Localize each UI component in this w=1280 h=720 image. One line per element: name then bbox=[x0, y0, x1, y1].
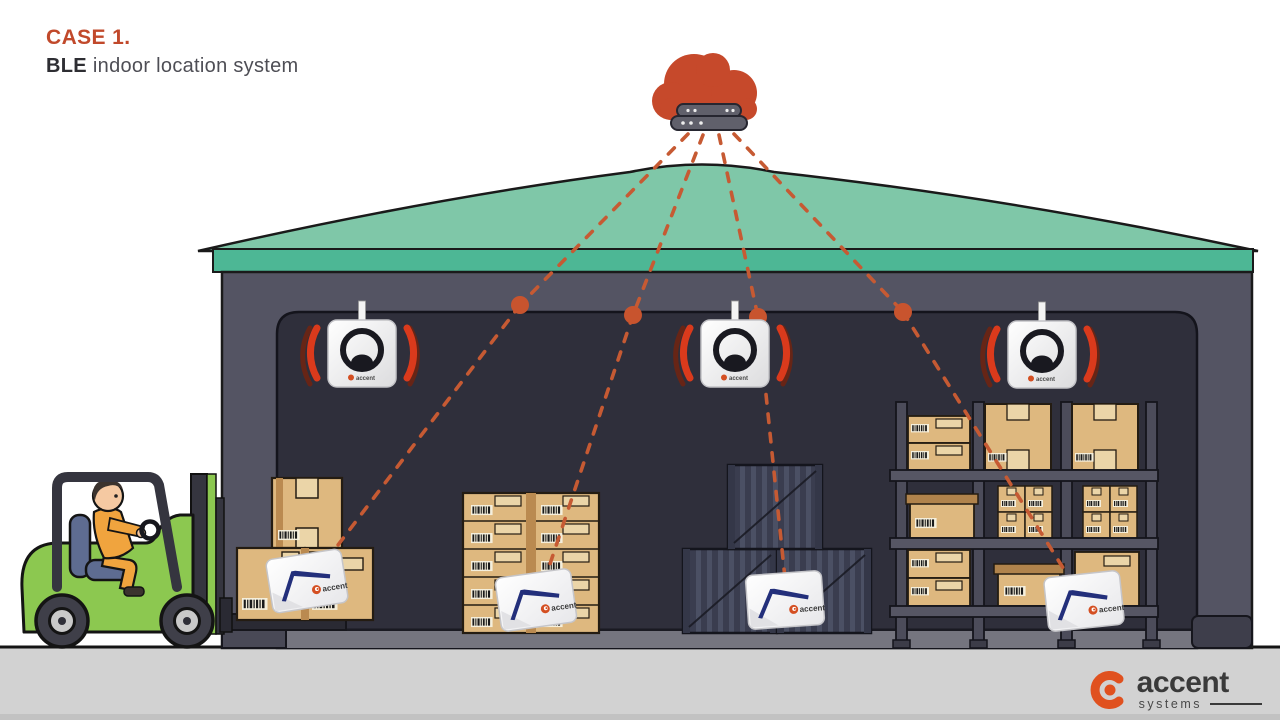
roof bbox=[197, 163, 1259, 253]
barcode-icon bbox=[242, 598, 268, 610]
barcode-icon bbox=[911, 587, 929, 596]
barcode-icon bbox=[1001, 500, 1016, 507]
driver bbox=[91, 479, 147, 597]
small-box-grid bbox=[997, 485, 1053, 539]
tag-label: accent bbox=[551, 600, 578, 612]
ble-gateway: accent bbox=[980, 301, 1100, 389]
tag-label: accent bbox=[322, 581, 349, 594]
wheel bbox=[159, 593, 215, 649]
gateway-logo-icon bbox=[348, 374, 354, 381]
small-box-grid bbox=[1082, 485, 1138, 539]
cage bbox=[52, 472, 182, 592]
barcode-icon bbox=[471, 589, 493, 600]
dashed-links bbox=[311, 132, 1082, 597]
steering-wheel bbox=[139, 519, 161, 541]
brand-logo-icon bbox=[1090, 671, 1124, 709]
barcode-icon bbox=[1086, 500, 1101, 507]
barcode-icon bbox=[471, 561, 493, 572]
forklift bbox=[20, 472, 233, 649]
ble-gateway: accent bbox=[300, 300, 420, 388]
barcode-icon bbox=[278, 530, 300, 541]
title-emphasis: BLE bbox=[46, 55, 87, 77]
ble-tag: accent bbox=[265, 548, 349, 614]
ble-tag: accent bbox=[1043, 570, 1125, 632]
tag-label: accent bbox=[799, 603, 825, 614]
gateway-logo-icon bbox=[721, 374, 727, 381]
wall-base-right bbox=[1191, 615, 1253, 649]
driver-hair bbox=[92, 480, 123, 500]
gateway-label: accent bbox=[729, 376, 748, 382]
barcode-icon bbox=[1075, 453, 1094, 462]
ble-tag: accent bbox=[494, 568, 578, 632]
floor bbox=[0, 645, 1280, 720]
title-text: indoor location system bbox=[92, 55, 299, 77]
brand-subname: systems bbox=[1139, 697, 1262, 711]
barcode-icon bbox=[471, 617, 493, 628]
barcode-icon bbox=[1004, 586, 1026, 597]
anchor-dot bbox=[894, 303, 912, 321]
barcode-icon bbox=[471, 505, 493, 516]
brand-underline bbox=[1210, 703, 1262, 706]
brand-name: accent bbox=[1136, 665, 1230, 699]
barcode-icon bbox=[911, 451, 929, 460]
case-label: CASE 1. bbox=[46, 26, 131, 49]
tag-swoosh bbox=[281, 570, 331, 602]
seat-back bbox=[68, 513, 92, 579]
rack-boxes-middle bbox=[905, 485, 1138, 539]
barcode-icon bbox=[1086, 526, 1101, 533]
cloud-link bbox=[732, 132, 905, 314]
server-icon bbox=[670, 103, 748, 131]
gateway-logo-icon bbox=[1028, 375, 1034, 382]
barcode-icon bbox=[1001, 526, 1016, 533]
barcode-icon bbox=[915, 518, 937, 529]
tag-swoosh bbox=[758, 588, 809, 619]
barcode-icon bbox=[911, 559, 929, 568]
roof-band bbox=[212, 248, 1254, 273]
tag-link bbox=[901, 310, 1082, 597]
gateway-label: accent bbox=[356, 376, 375, 382]
cloud-link bbox=[717, 133, 760, 319]
tag-link bbox=[538, 313, 635, 596]
anchor-dot bbox=[624, 306, 642, 324]
tag-swoosh bbox=[1057, 590, 1108, 621]
tag-label: accent bbox=[1099, 603, 1125, 615]
anchor-dot bbox=[511, 296, 529, 314]
cloud-icon bbox=[652, 53, 757, 131]
storage-rack bbox=[889, 401, 1161, 649]
barcode-icon bbox=[471, 533, 493, 544]
barcode-icon bbox=[1113, 500, 1128, 507]
barcode-icon bbox=[1113, 526, 1128, 533]
ble-tag: accent bbox=[744, 570, 826, 630]
barcode-icon bbox=[911, 424, 929, 433]
barcode-icon bbox=[1028, 500, 1043, 507]
tag-swoosh bbox=[510, 589, 560, 621]
gateway-label: accent bbox=[1036, 377, 1055, 383]
cloud-link bbox=[518, 132, 690, 307]
ble-gateway: accent bbox=[673, 300, 793, 388]
barcode-icon bbox=[541, 505, 563, 516]
interior-floor-strip bbox=[279, 630, 1195, 648]
tag-link bbox=[311, 303, 522, 580]
cloud-link bbox=[631, 133, 705, 317]
wheel bbox=[34, 593, 90, 649]
brand-logo: accent systems bbox=[1086, 668, 1262, 712]
